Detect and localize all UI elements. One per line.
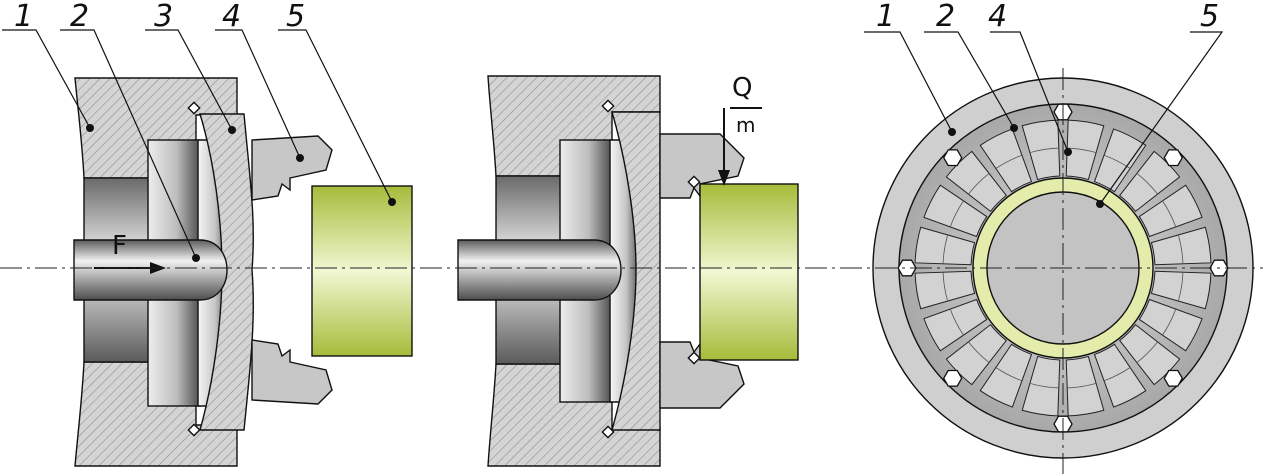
jaw-segment-step (995, 154, 1023, 169)
jaw-segment (1138, 298, 1203, 352)
jaw-segment (1093, 128, 1147, 193)
jaw-segment (1093, 343, 1147, 408)
jaw-segment-step (1136, 341, 1158, 363)
jaw-segment-step (1067, 382, 1097, 389)
jaw-segment-step (1162, 308, 1177, 336)
fastener (687, 351, 701, 365)
bolt-head (942, 369, 963, 387)
fastener (187, 101, 201, 115)
fastener (687, 175, 701, 189)
leader-line (990, 31, 1069, 153)
housing-section (74, 77, 238, 179)
jaw-segment-step (968, 341, 990, 363)
jaw-segment (923, 184, 988, 238)
callout-label: 5 (1200, 0, 1219, 34)
leader-line (215, 29, 301, 159)
jaw-segment-step (1029, 147, 1059, 154)
fastener (601, 425, 615, 439)
leader-line (924, 31, 1015, 129)
workpiece (311, 185, 413, 357)
jaw-segment-step (1162, 200, 1177, 228)
jaw-segment-step (1136, 173, 1158, 195)
leader-line (278, 29, 393, 203)
jaw-bottom (251, 339, 333, 405)
bolt-head (942, 149, 963, 167)
rod (457, 239, 622, 301)
force-label: F (112, 231, 127, 261)
leader-line (1099, 31, 1224, 205)
jaw-segment (1118, 323, 1181, 386)
jaw-segment (945, 323, 1008, 386)
jaw-segment-step (949, 200, 964, 228)
callout-label: 4 (222, 0, 241, 34)
cone-plate (611, 111, 661, 431)
callout-label: 2 (70, 0, 89, 34)
leader-line (864, 31, 953, 133)
middle-view: Q m (457, 73, 799, 467)
bolt-head (897, 259, 917, 277)
jaw-bottom (659, 341, 745, 409)
jaw-segment (1118, 150, 1181, 213)
jaw-segment-step (1029, 382, 1059, 389)
jaw-segment-step (1067, 147, 1097, 154)
jaw-segment-step (1103, 367, 1131, 382)
jaw-top (251, 135, 333, 201)
left-view: 1 2 3 4 5 F (2, 0, 413, 467)
callout-label: 3 (154, 0, 173, 34)
jaw-segment-step (942, 272, 949, 302)
jaw-segment-step (968, 173, 990, 195)
jaw-segment-step (1103, 154, 1131, 169)
callout-label: 5 (286, 0, 305, 34)
load-label-bottom: m (736, 113, 755, 137)
leader-line (145, 29, 233, 131)
callout-label: 2 (936, 0, 955, 34)
workpiece (699, 183, 799, 361)
bolt-head (1163, 369, 1184, 387)
callout-label: 1 (14, 0, 33, 34)
fastener (601, 99, 615, 113)
fastener (187, 423, 201, 437)
callout-label: 1 (876, 0, 895, 34)
jaw-segment-step (995, 367, 1023, 382)
jaw-segments (914, 119, 1212, 417)
jaw-segment (1138, 184, 1203, 238)
leader-line (2, 29, 91, 129)
jaw-segment-step (1177, 272, 1184, 302)
arrow-down-icon (718, 108, 730, 186)
jaw-segment-step (1177, 234, 1184, 264)
right-view: 1 2 4 5 (864, 0, 1254, 459)
load-label-top: Q (732, 73, 752, 103)
jaw-segment-step (949, 308, 964, 336)
callout-label: 4 (988, 0, 1007, 34)
jaw-segment (923, 298, 988, 352)
jaw-segment (979, 343, 1033, 408)
leader-line (60, 29, 197, 259)
bolt-head (1163, 149, 1184, 167)
jaw-segment-step (942, 234, 949, 264)
jaw-segment (945, 150, 1008, 213)
